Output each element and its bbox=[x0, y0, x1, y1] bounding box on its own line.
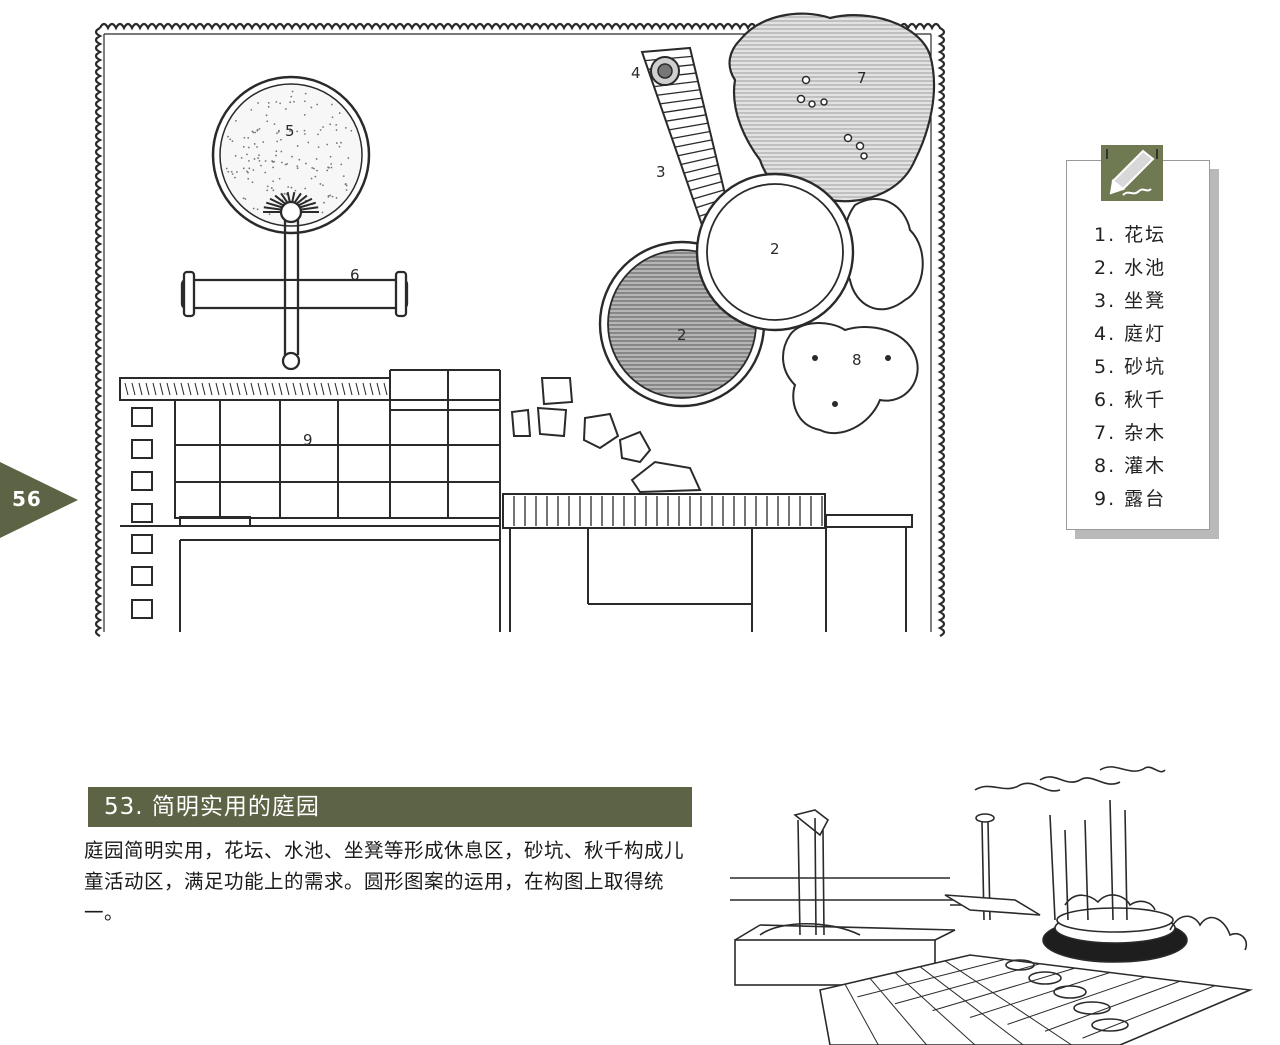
label-terrace: 9 bbox=[303, 431, 313, 449]
legend-item: 1. 花坛 bbox=[1094, 224, 1167, 246]
legend-item: 9. 露台 bbox=[1094, 488, 1167, 510]
garden-lamp bbox=[650, 56, 680, 86]
legend-item: 8. 灌木 bbox=[1094, 455, 1167, 477]
garden-perspective-sketch bbox=[730, 766, 1254, 1045]
label-pool-light: 2 bbox=[770, 240, 780, 258]
legend-item: 2. 水池 bbox=[1094, 257, 1167, 279]
pencil-icon bbox=[1101, 145, 1163, 201]
label-swing: 6 bbox=[350, 266, 360, 284]
garden-plan-drawing: 4 3 2 2 5 6 7 8 9 bbox=[94, 12, 946, 637]
label-sand-pit: 5 bbox=[285, 122, 295, 140]
pool-light bbox=[695, 172, 855, 332]
label-bench: 3 bbox=[656, 163, 666, 181]
shrubs bbox=[782, 198, 924, 435]
page-tab bbox=[0, 462, 78, 538]
legend-item: 7. 杂木 bbox=[1094, 422, 1167, 444]
label-lamp: 4 bbox=[631, 64, 641, 82]
label-shrubs: 8 bbox=[852, 351, 862, 369]
house-outline bbox=[120, 514, 913, 632]
page-number: 56 bbox=[12, 487, 42, 511]
label-pool-dark: 2 bbox=[677, 326, 687, 344]
legend-card: 1. 花坛 2. 水池 3. 坐凳 4. 庭灯 5. 砂坑 6. 秋千 7. 杂木 8. 灌木… bbox=[1066, 160, 1210, 530]
section-title: 53. 简明实用的庭园 bbox=[88, 787, 692, 827]
terrace bbox=[119, 369, 501, 619]
brick-border bbox=[502, 493, 826, 529]
legend-list: 1. 花坛 2. 水池 3. 坐凳 4. 庭灯 5. 砂坑 6. 秋千 7. 杂木 8. 灌木… bbox=[1067, 219, 1209, 516]
legend-item: 3. 坐凳 bbox=[1094, 290, 1167, 312]
legend-item: 6. 秋千 bbox=[1094, 389, 1167, 411]
sand-pit bbox=[211, 75, 371, 235]
legend-item: 5. 砂坑 bbox=[1094, 356, 1167, 378]
legend-item: 4. 庭灯 bbox=[1094, 323, 1167, 345]
stepping-stones bbox=[510, 377, 702, 494]
label-trees: 7 bbox=[857, 69, 867, 87]
trees bbox=[728, 12, 936, 204]
swing bbox=[180, 191, 409, 371]
section-description: 庭园简明实用，花坛、水池、坐凳等形成休息区，砂坑、秋千构成儿童活动区，满足功能上… bbox=[84, 839, 685, 924]
